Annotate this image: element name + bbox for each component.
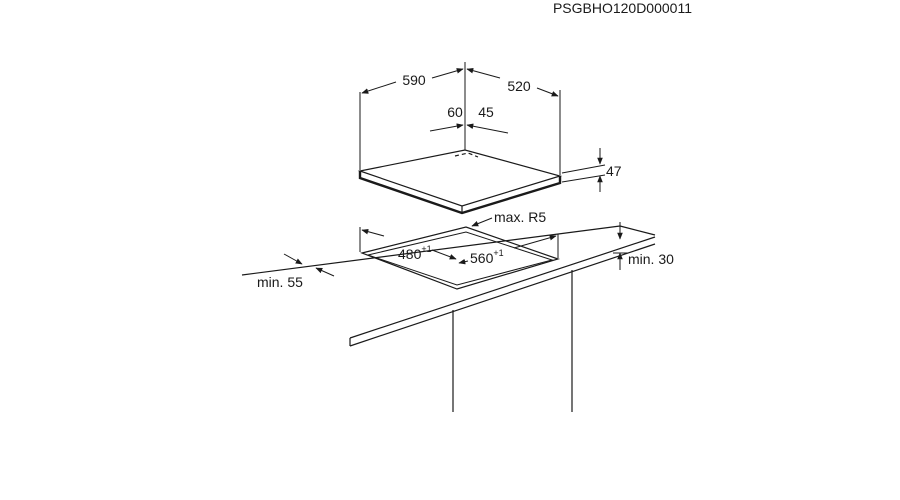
worktop-drawing bbox=[241, 225, 656, 412]
cutout-depth-label: 480+1 bbox=[398, 244, 432, 262]
dim-corner-radius: max. R5 bbox=[471, 209, 546, 227]
dim-gas-offsets: 60 45 bbox=[429, 104, 509, 150]
gas-offset-left-label: 60 bbox=[447, 104, 463, 120]
dim-cutout-width: 560+1 bbox=[458, 234, 559, 266]
width-label: 590 bbox=[402, 72, 426, 88]
depth-label: 520 bbox=[507, 78, 531, 94]
corner-radius-label: max. R5 bbox=[494, 209, 546, 225]
cutout-inner-edge bbox=[366, 231, 554, 286]
min-worktop-thickness-label: min. 30 bbox=[628, 251, 674, 267]
dim-min-front-distance: min. 55 bbox=[257, 253, 335, 290]
hob-top-surface bbox=[357, 149, 563, 207]
cutout-outline bbox=[359, 226, 560, 290]
dim-min-worktop-thickness: min. 30 bbox=[613, 222, 674, 270]
hob-plate-edge bbox=[358, 171, 562, 215]
min-front-distance-label: min. 55 bbox=[257, 274, 303, 290]
dim-width: 590 bbox=[359, 62, 466, 170]
dim-cutout-depth: 480+1 bbox=[359, 227, 457, 262]
dim-height: 47 bbox=[561, 148, 622, 192]
height-label: 47 bbox=[606, 163, 622, 179]
gas-connection-mark bbox=[454, 152, 479, 158]
dim-depth: 520 bbox=[466, 67, 561, 175]
document-code: PSGBHO120D000011 bbox=[553, 0, 692, 16]
gas-offset-right-label: 45 bbox=[478, 104, 494, 120]
cutout-width-label: 560+1 bbox=[470, 248, 504, 266]
hob-drawing bbox=[357, 149, 563, 215]
